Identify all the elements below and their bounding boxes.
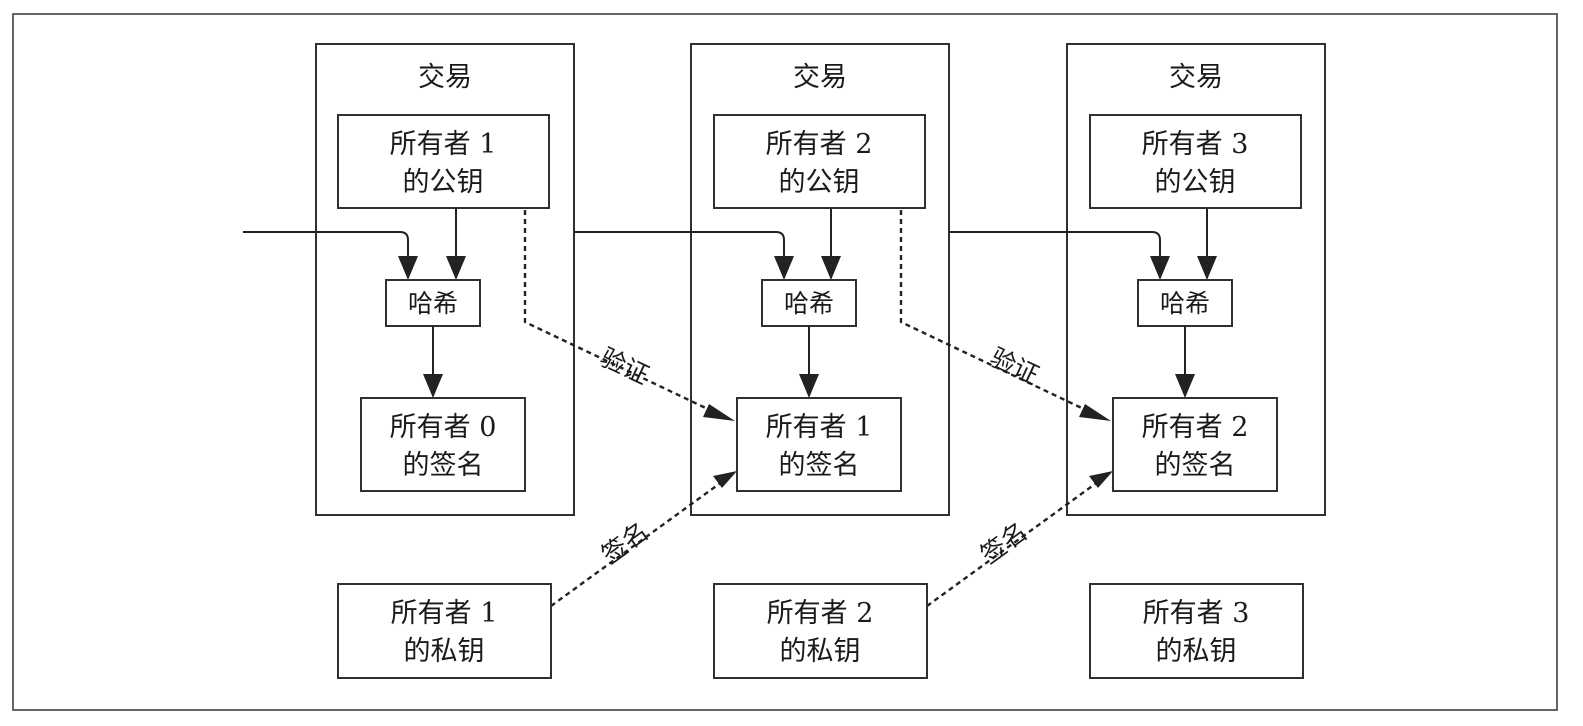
transaction-1-pubkey-line1: 所有者 1 <box>390 129 497 160</box>
transaction-1-hash-label: 哈希 <box>408 289 458 318</box>
transaction-3-signature-box: 所有者 2 的签名 <box>1112 397 1278 492</box>
transaction-3-box <box>1066 43 1326 516</box>
transaction-1-box <box>315 43 575 516</box>
transaction-1-title: 交易 <box>418 62 472 93</box>
transaction-1-pubkey-line2: 的公钥 <box>403 167 484 198</box>
private-key-2-line1: 所有者 2 <box>767 598 874 629</box>
transaction-2: 交易 所有者 2 的公钥 哈希 所有者 1 的签名 <box>690 43 950 516</box>
transaction-2-hash-box: 哈希 <box>761 279 857 327</box>
sign-arrow-1 <box>550 471 737 607</box>
verify-label-1: 验证 <box>596 343 654 390</box>
private-key-2-box: 所有者 2 的私钥 <box>713 583 928 679</box>
transaction-2-hash-label: 哈希 <box>784 289 834 318</box>
transaction-2-title: 交易 <box>793 62 847 93</box>
transaction-2-arrows <box>799 208 841 398</box>
transaction-3-arrows <box>1175 208 1217 398</box>
transaction-3-pubkey-box: 所有者 3 的公钥 <box>1089 114 1302 209</box>
private-key-1-line2: 的私钥 <box>404 636 485 667</box>
transaction-2-pubkey-box: 所有者 2 的公钥 <box>713 114 926 209</box>
transaction-1-signature-line2: 的签名 <box>403 450 484 481</box>
transaction-3-title: 交易 <box>1169 62 1223 93</box>
transaction-3-signature-line1: 所有者 2 <box>1142 412 1249 443</box>
sign-label-1: 签名 <box>596 517 654 570</box>
verify-label-2: 验证 <box>986 343 1044 390</box>
chain-connector-2 <box>574 231 794 280</box>
transaction-3-hash-label: 哈希 <box>1160 289 1210 318</box>
verify-arrow-2 <box>899 210 1111 421</box>
verify-arrow-1 <box>523 210 735 421</box>
private-key-3-line2: 的私钥 <box>1156 636 1237 667</box>
transaction-1-signature-box: 所有者 0 的签名 <box>360 397 526 492</box>
transaction-2-pubkey-line2: 的公钥 <box>779 167 860 198</box>
transaction-2-pubkey-line1: 所有者 2 <box>766 129 873 160</box>
transaction-1-arrows <box>423 208 466 398</box>
transaction-2-signature-line1: 所有者 1 <box>766 412 873 443</box>
private-key-1-line1: 所有者 1 <box>391 598 498 629</box>
transaction-1-pubkey-box: 所有者 1 的公钥 <box>337 114 550 209</box>
transaction-3-hash-box: 哈希 <box>1137 279 1233 327</box>
transaction-3-signature-line2: 的签名 <box>1155 450 1236 481</box>
transaction-1-signature-line1: 所有者 0 <box>390 412 497 443</box>
transaction-3-pubkey-line1: 所有者 3 <box>1142 129 1249 160</box>
private-key-3-line1: 所有者 3 <box>1143 598 1250 629</box>
private-key-1-box: 所有者 1 的私钥 <box>337 583 552 679</box>
chain-connector-1 <box>243 231 418 280</box>
private-key-2-line2: 的私钥 <box>780 636 861 667</box>
sign-arrow-2 <box>926 471 1113 607</box>
transaction-3-pubkey-line2: 的公钥 <box>1155 167 1236 198</box>
private-key-3-box: 所有者 3 的私钥 <box>1089 583 1304 679</box>
transaction-3: 交易 所有者 3 的公钥 哈希 所有者 2 的签名 <box>1066 43 1326 516</box>
transaction-2-signature-box: 所有者 1 的签名 <box>736 397 902 492</box>
transaction-2-signature-line2: 的签名 <box>779 450 860 481</box>
chain-connector-3 <box>949 231 1170 280</box>
outer-frame <box>12 13 1558 711</box>
transaction-1: 交易 所有者 1 的公钥 哈希 所有者 0 的签名 <box>315 43 575 516</box>
sign-label-2: 签名 <box>975 517 1033 570</box>
transaction-1-hash-box: 哈希 <box>385 279 481 327</box>
transaction-2-box <box>690 43 950 516</box>
